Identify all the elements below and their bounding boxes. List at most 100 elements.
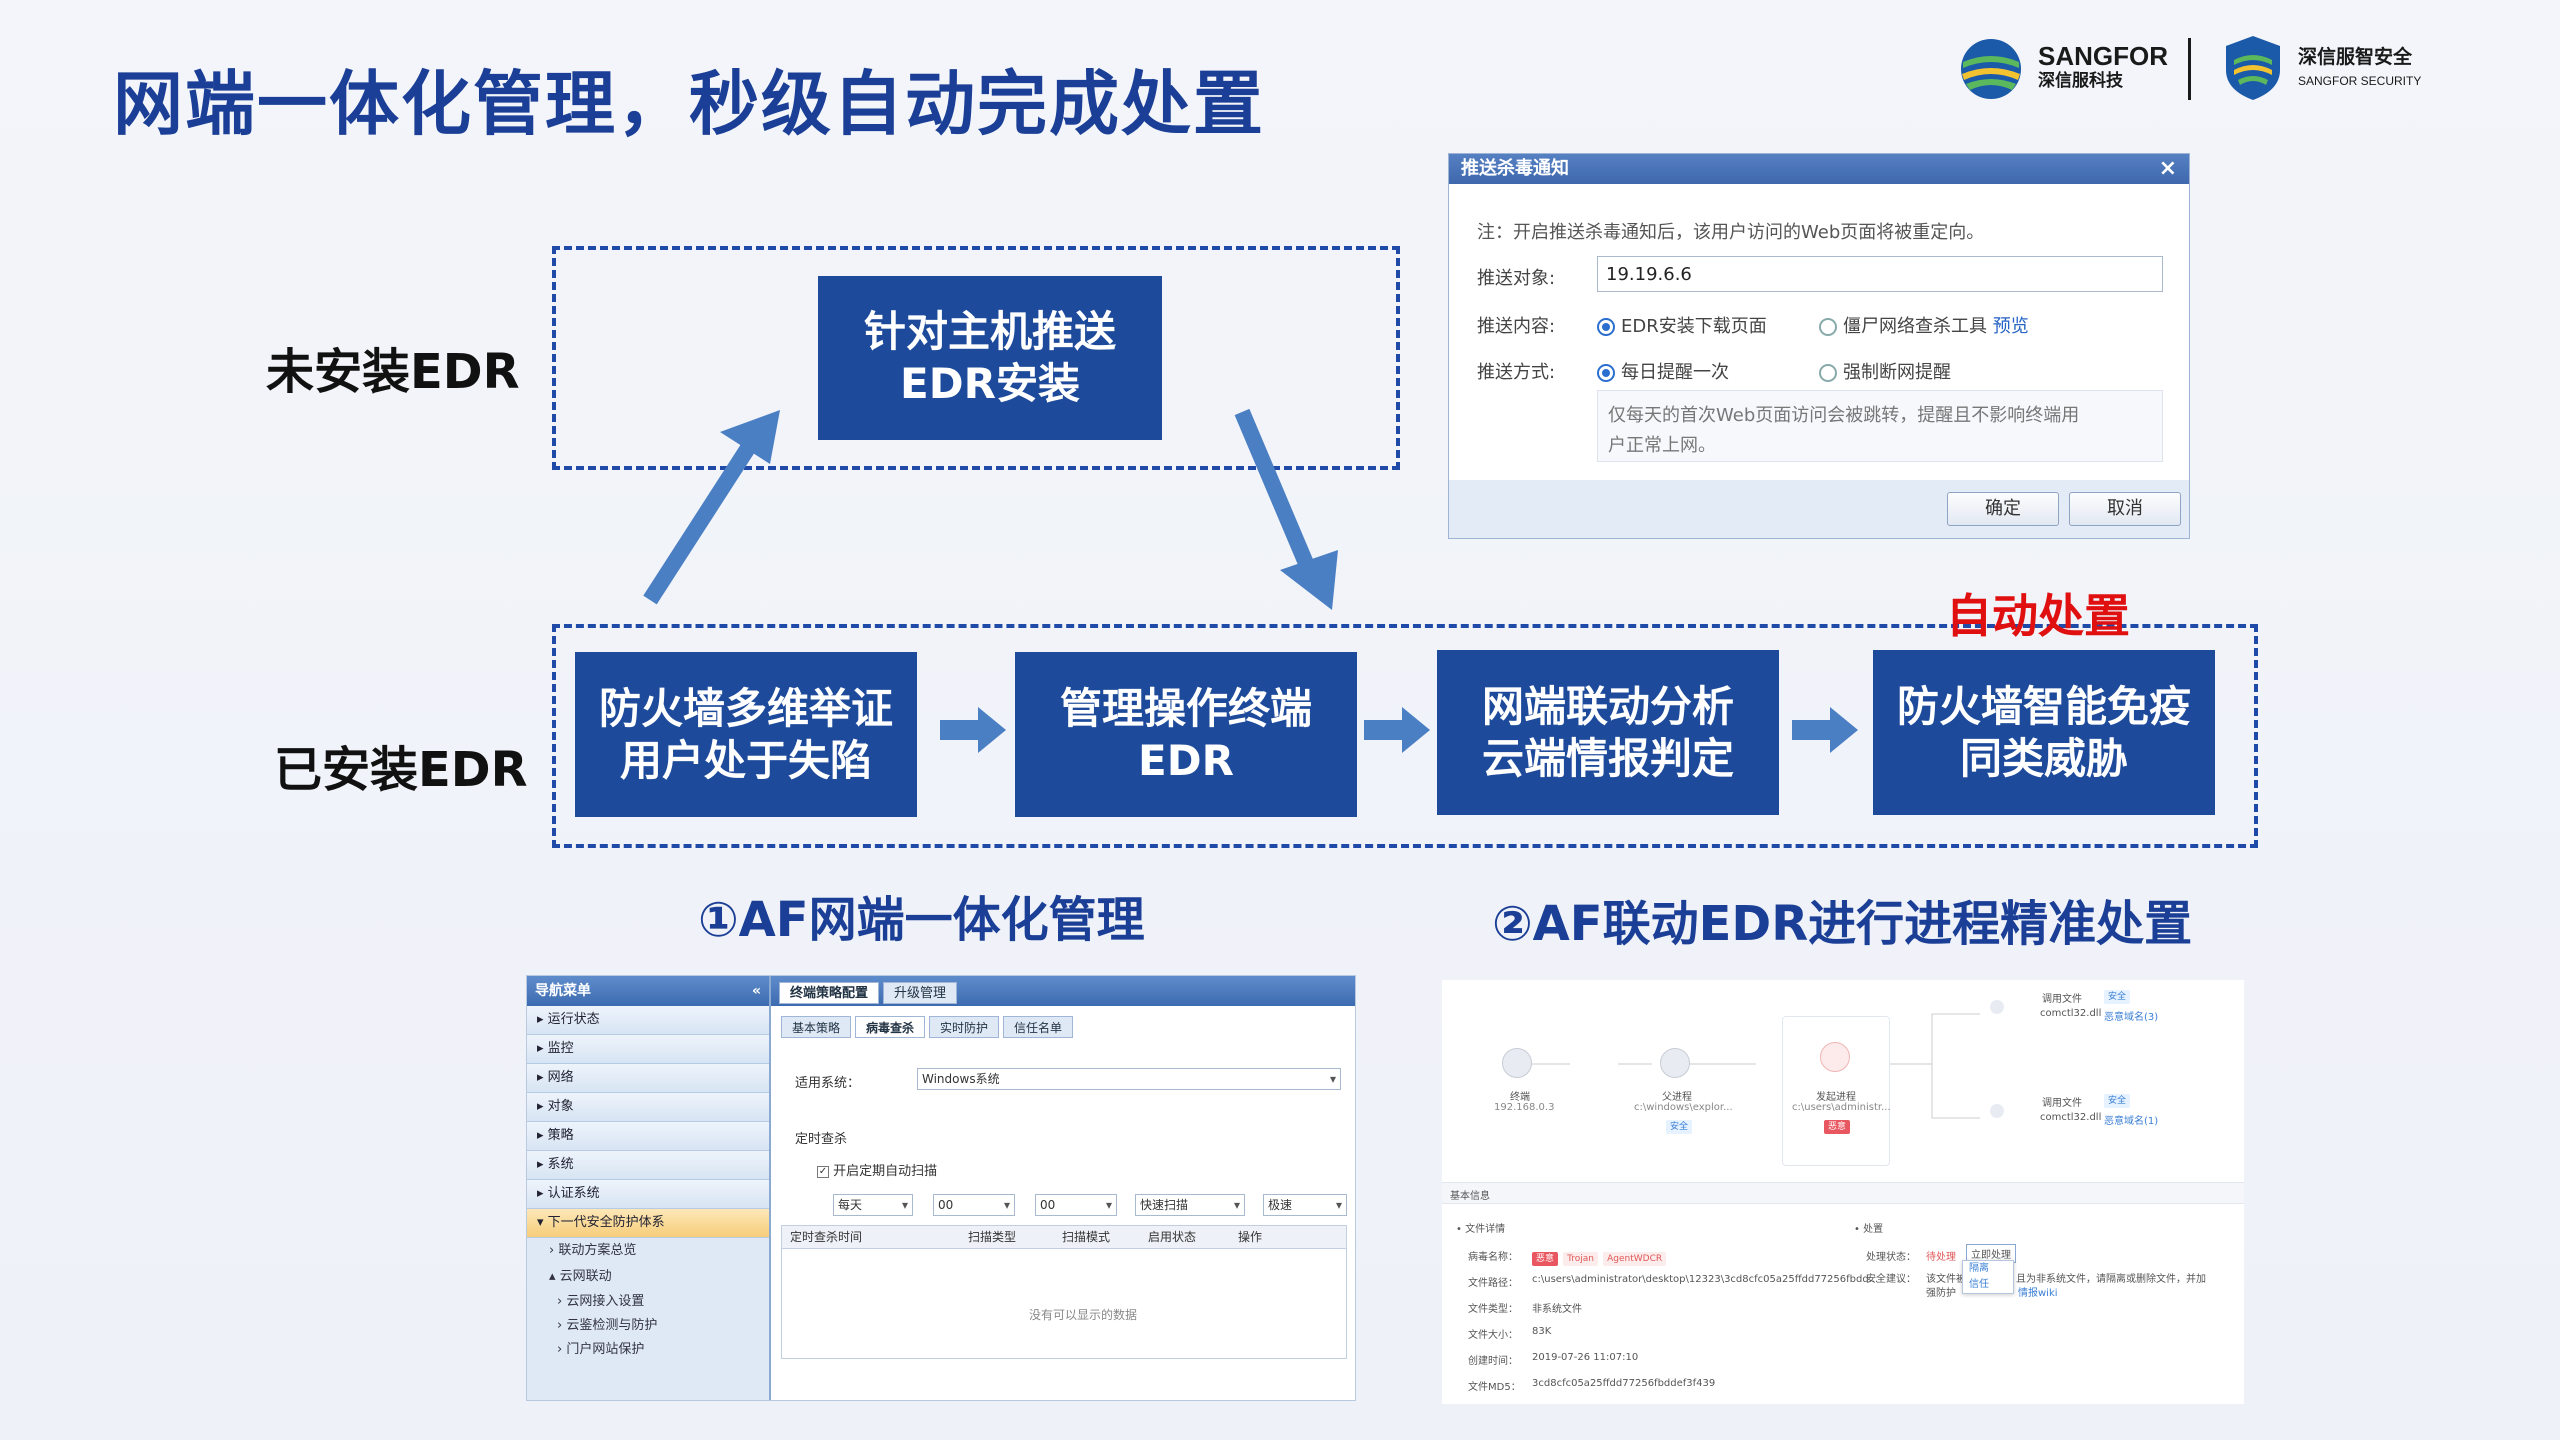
nav-item-auth[interactable]: ▸ 认证系统 (527, 1180, 769, 1209)
field-path-label: 文件路径： (1468, 1278, 1518, 1289)
parent-process-icon (1660, 1048, 1690, 1078)
target-input[interactable]: 19.19.6.6 (1597, 256, 2163, 292)
auto-scan-label: 开启定期自动扫描 (833, 1164, 938, 1179)
os-select[interactable]: Windows系统 (917, 1068, 1341, 1090)
row-label-no-edr: 未安装EDR (266, 344, 520, 400)
nav-sub-detect[interactable]: › 云鉴检测与防护 (557, 1318, 658, 1333)
arrow-down-icon (1234, 408, 1338, 610)
field-virus-name-label: 病毒名称： (1468, 1252, 1518, 1263)
malicious-domain-link[interactable]: 恶意域名(3) (2104, 1012, 2159, 1023)
schedule-table-header: 定时查杀时间 扫描类型 扫描模式 启用状态 操作 (781, 1225, 1347, 1249)
col-mode: 扫描模式 (1062, 1230, 1111, 1244)
no-edr-region (552, 246, 1400, 470)
nav-item-monitor[interactable]: ▸ 监控 (527, 1035, 769, 1064)
advice-text-1: 该文件被 (1926, 1274, 1966, 1285)
tab-virus-scan[interactable]: 病毒查杀 (855, 1016, 926, 1038)
preview-link[interactable]: 预览 (1992, 316, 2029, 337)
step-1-line1: 防火墙多维举证 (598, 683, 893, 733)
field-created-label: 创建时间： (1468, 1356, 1518, 1367)
node-origin-path: c:\users\administr... (1792, 1102, 1891, 1113)
sangfor-logo: SANGFOR 深信服科技 (1958, 32, 2188, 104)
collapse-icon[interactable]: « (751, 983, 761, 999)
close-icon[interactable]: × (2158, 156, 2177, 181)
content-option-botnet[interactable]: 僵尸网络查杀工具 预览 (1819, 312, 2029, 338)
sangfor-logo-text: SANGFOR (2038, 41, 2168, 71)
cancel-button[interactable]: 取消 (2069, 492, 2181, 526)
nav-sub-overview[interactable]: › 联动方案总览 (549, 1243, 637, 1258)
virus-tag: AgentWDCR (1603, 1252, 1667, 1266)
nav-item-ngaf[interactable]: ▾ 下一代安全防护体系 (527, 1209, 769, 1238)
virus-tags: 恶意 Trojan AgentWDCR (1532, 1246, 1667, 1266)
nav-item-network[interactable]: ▸ 网络 (527, 1064, 769, 1093)
step-box-4: 防火墙智能免疫 同类威胁 (1873, 650, 2215, 815)
radio-icon[interactable] (1819, 364, 1837, 382)
col-action: 操作 (1238, 1230, 1263, 1244)
content-option-edr-label: EDR安装下载页面 (1621, 316, 1767, 337)
radio-selected-icon[interactable] (1597, 318, 1615, 336)
dialog-header: 推送杀毒通知 × (1449, 154, 2189, 184)
field-size-value: 83K (1532, 1326, 1552, 1337)
mode-option-force-label: 强制断网提醒 (1843, 362, 1951, 383)
process-chain-graph: 终端 192.168.0.3 父进程 c:\windows\explor... … (1442, 980, 2244, 1180)
origin-process-card[interactable] (1782, 1016, 1890, 1166)
nav-item-object[interactable]: ▸ 对象 (527, 1093, 769, 1122)
nav-sub-cloud[interactable]: ▴ 云网联动 (549, 1269, 612, 1284)
dialog-note: 注：开启推送杀毒通知后，该用户访问的Web页面将被重定向。 (1477, 222, 1985, 243)
content-option-edr[interactable]: EDR安装下载页面 (1597, 312, 1767, 338)
nav-sub-access[interactable]: › 云网接入设置 (557, 1294, 645, 1309)
malicious-domain-link[interactable]: 恶意域名(1) (2104, 1116, 2159, 1127)
tab-realtime[interactable]: 实时防护 (929, 1016, 1000, 1038)
target-label: 推送对象: (1477, 268, 1556, 289)
freq-select[interactable]: 每天 (833, 1194, 913, 1216)
node-origin-name: 发起进程 (1816, 1092, 1856, 1103)
scan-mode-select[interactable]: 极速 (1263, 1194, 1347, 1216)
scan-type-select[interactable]: 快速扫描 (1135, 1194, 1245, 1216)
node-origin-tag: 恶意 (1824, 1120, 1851, 1134)
advice-label: 安全建议： (1866, 1274, 1916, 1285)
basic-info-title: 基本信息 (1450, 1191, 1490, 1202)
step-2-line1: 管理操作终端 (1059, 683, 1312, 733)
row-label-edr: 已安装EDR (274, 742, 528, 798)
nav-header: 导航菜单 « (527, 976, 769, 1006)
push-edr-box: 针对主机推送 EDR安装 (818, 276, 1162, 440)
call-file-tag: 安全 (2104, 990, 2131, 1004)
field-md5-value: 3cd8cfc05a25ffdd77256fbddef3f439 (1532, 1378, 1716, 1389)
radio-selected-icon[interactable] (1597, 364, 1615, 382)
nav-item-system[interactable]: ▸ 系统 (527, 1151, 769, 1180)
nav-item-label: 网络 (547, 1070, 574, 1085)
nav-item-policy[interactable]: ▸ 策略 (527, 1122, 769, 1151)
share-icon (1990, 1000, 2004, 1014)
intel-wiki-link[interactable]: 情报wiki (2018, 1288, 2058, 1299)
sangfor-logo-subtext: 深信服科技 (2038, 71, 2123, 91)
radio-icon[interactable] (1819, 318, 1837, 336)
tab-trust[interactable]: 信任名单 (1003, 1016, 1074, 1038)
auto-handle-label: 自动处置 (1946, 589, 2130, 643)
push-notice-dialog: 推送杀毒通知 × 注：开启推送杀毒通知后，该用户访问的Web页面将被重定向。 推… (1448, 153, 2190, 539)
mode-description-line1: 仅每天的首次Web页面访问会被跳转，提醒且不影响终端用 (1608, 405, 2080, 426)
handle-dropdown-menu: 隔离 信任 (1962, 1260, 2014, 1294)
auto-scan-checkbox[interactable]: ✓ 开启定期自动扫描 (817, 1160, 937, 1179)
tab-upgrade[interactable]: 升级管理 (883, 982, 958, 1004)
checkbox-checked-icon[interactable]: ✓ (817, 1165, 829, 1178)
nav-title: 导航菜单 (535, 983, 591, 999)
nav-sub-label: 云网接入设置 (566, 1294, 645, 1309)
push-edr-line1: 针对主机推送 (863, 307, 1116, 356)
minute-select[interactable]: 00 (1035, 1194, 1117, 1216)
step-4-line2: 同类威胁 (1959, 733, 2128, 783)
col-time: 定时查杀时间 (790, 1230, 863, 1244)
content-label: 推送内容: (1477, 316, 1556, 337)
hour-select[interactable]: 00 (933, 1194, 1015, 1216)
mode-option-daily[interactable]: 每日提醒一次 (1597, 358, 1729, 384)
tab-endpoint-policy[interactable]: 终端策略配置 (779, 982, 880, 1004)
logo-divider (2188, 38, 2191, 100)
menu-item-trust[interactable]: 信任 (1969, 1279, 1989, 1290)
menu-item-isolate[interactable]: 隔离 (1969, 1263, 1989, 1274)
col-type: 扫描类型 (968, 1230, 1017, 1244)
step-box-1: 防火墙多维举证 用户处于失陷 (575, 652, 917, 817)
mode-option-force[interactable]: 强制断网提醒 (1819, 358, 1951, 384)
field-path-value: c:\users\administrator\desktop\12323\3cd… (1532, 1274, 1879, 1285)
nav-sub-portal[interactable]: › 门户网站保护 (557, 1342, 645, 1357)
confirm-button[interactable]: 确定 (1947, 492, 2059, 526)
tab-basic[interactable]: 基本策略 (781, 1016, 852, 1038)
nav-item-status[interactable]: ▸ 运行状态 (527, 1006, 769, 1035)
